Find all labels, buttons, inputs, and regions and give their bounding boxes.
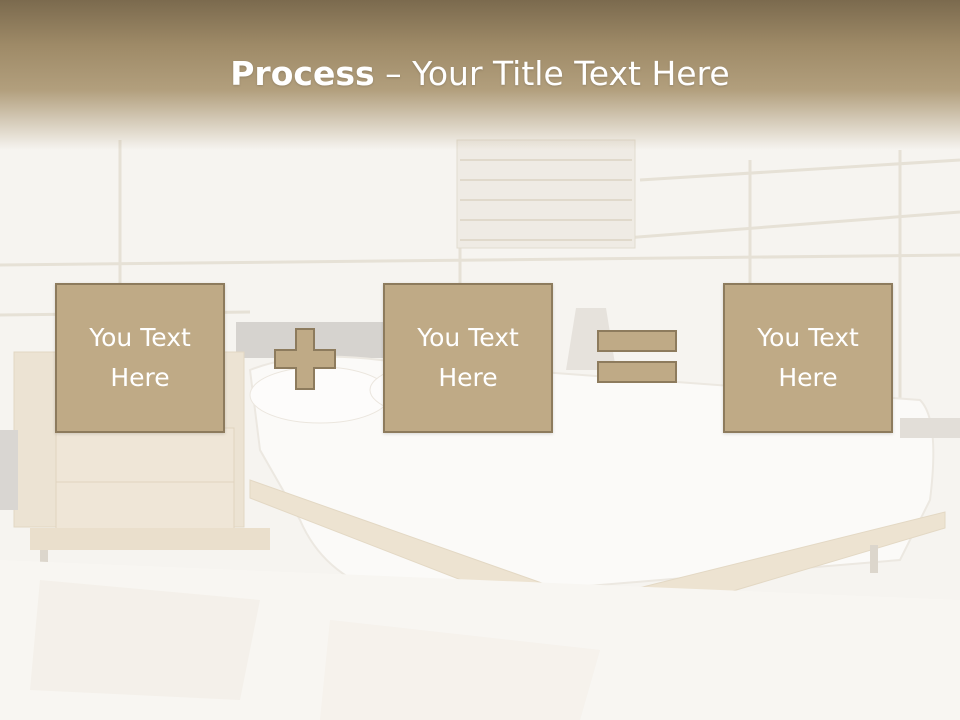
slide-title-bold: Process bbox=[230, 54, 375, 93]
slide-title: Process – Your Title Text Here bbox=[0, 52, 960, 96]
plus-icon bbox=[274, 328, 336, 390]
title-banner bbox=[0, 0, 960, 150]
slide-title-rest: – Your Title Text Here bbox=[374, 54, 730, 93]
process-box-3[interactable]: You Text Here bbox=[723, 283, 893, 433]
process-box-3-label: You Text Here bbox=[757, 323, 859, 392]
equals-icon bbox=[597, 330, 677, 383]
process-box-2-label: You Text Here bbox=[417, 323, 519, 392]
process-box-1-label: You Text Here bbox=[89, 323, 191, 392]
process-box-2[interactable]: You Text Here bbox=[383, 283, 553, 433]
process-box-1[interactable]: You Text Here bbox=[55, 283, 225, 433]
